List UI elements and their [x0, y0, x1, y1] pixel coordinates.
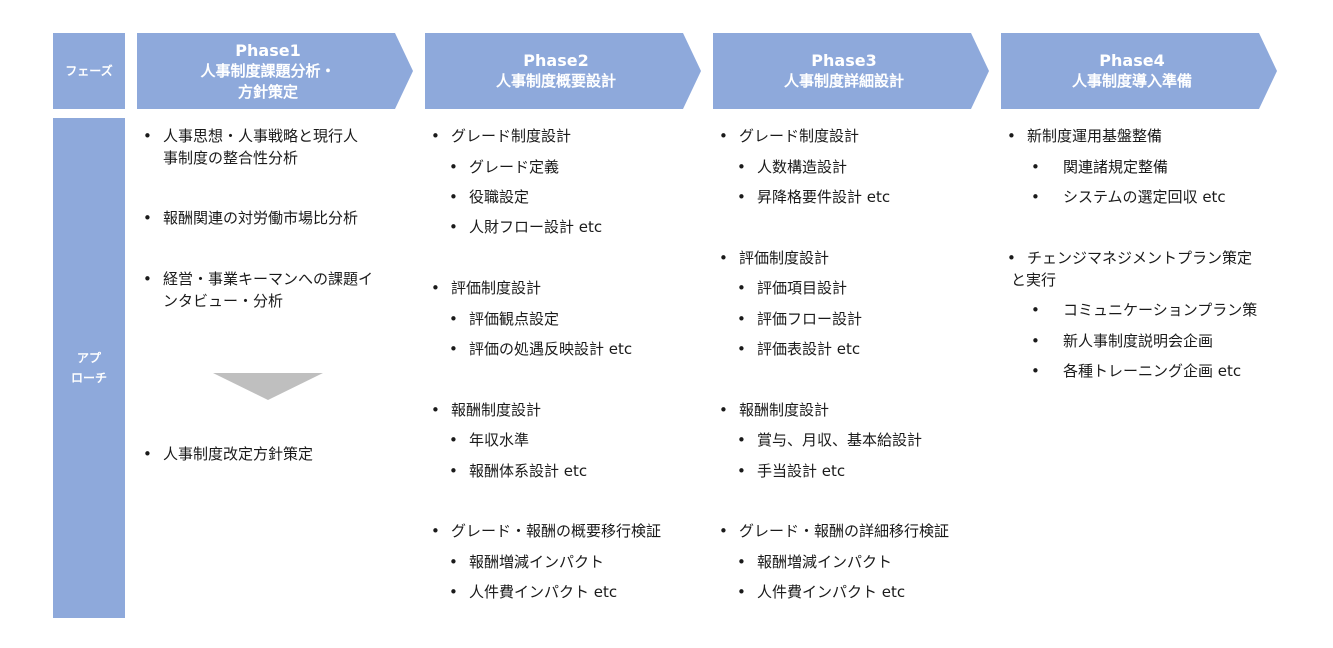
bullet: •	[431, 279, 440, 297]
item-text: 評価項目設計	[757, 279, 848, 297]
item-text: 手当設計 etc	[757, 462, 846, 480]
bullet: •	[737, 310, 746, 328]
bullet: •	[431, 522, 440, 540]
item-text: 報酬増減インパクト	[469, 553, 605, 571]
phase-4-name: Phase4	[1099, 51, 1165, 70]
item-text: 昇降格要件設計 etc	[757, 188, 891, 206]
bullet: •	[449, 340, 458, 358]
item-text: グレード・報酬の概要移行検証	[451, 522, 662, 540]
bullet: •	[719, 522, 728, 540]
item-text: 報酬体系設計 etc	[469, 462, 588, 480]
bullet: •	[143, 270, 152, 288]
phase-2-title-line1: 人事制度概要設計	[495, 72, 616, 90]
bullet: •	[737, 583, 746, 601]
phase-4-title-line1: 人事制度導入準備	[1071, 72, 1192, 90]
item-text: システムの選定回収 etc	[1063, 188, 1226, 206]
bullet: •	[449, 583, 458, 601]
bullet: •	[737, 462, 746, 480]
phase-3-chevron: Phase3 人事制度詳細設計	[713, 33, 989, 109]
bullet: •	[431, 401, 440, 419]
item-text: 人事制度改定方針策定	[163, 445, 314, 463]
item-text: 評価表設計 etc	[757, 340, 861, 358]
bullet: •	[737, 553, 746, 571]
bullet: •	[737, 188, 746, 206]
item-text: 人件費インパクト etc	[469, 583, 618, 601]
phase-label-text: フェーズ	[65, 64, 113, 78]
phase-3-title-line1: 人事制度詳細設計	[783, 72, 904, 90]
bullet: •	[1031, 158, 1040, 176]
bullet: •	[449, 431, 458, 449]
item-text: 報酬制度設計	[739, 401, 830, 419]
approach-label: アプ ローチ	[71, 348, 107, 388]
item-text: 役職設定	[469, 188, 530, 206]
approach-label-line2: ローチ	[70, 371, 107, 385]
bullet: •	[737, 158, 746, 176]
bullet: •	[143, 209, 152, 227]
phase-row-label: フェーズ	[53, 33, 125, 109]
phase-1-name: Phase1	[235, 40, 301, 60]
item-text: 評価観点設定	[469, 310, 560, 328]
phase-1-chevron: Phase1 人事制度課題分析・ 方針策定	[137, 33, 413, 109]
bullet: •	[719, 401, 728, 419]
approach-label-line1: アプ	[76, 351, 101, 365]
item-text: 人件費インパクト etc	[757, 583, 906, 601]
phase-2-chevron: Phase2 人事制度概要設計	[425, 33, 701, 109]
bullet: •	[449, 553, 458, 571]
item-text: ンタビュー・分析	[163, 292, 284, 310]
phase-1-title-line2: 方針策定	[237, 82, 298, 101]
item-text: 年収水準	[469, 431, 530, 449]
bullet: •	[143, 445, 152, 463]
item-text: グレード定義	[469, 158, 560, 176]
item-text: チェンジマネジメントプラン策定	[1027, 249, 1253, 267]
item-text: 評価フロー設計	[757, 310, 863, 328]
item-text: 新人事制度説明会企画	[1063, 332, 1214, 350]
phase-4-chevron: Phase4 人事制度導入準備	[1001, 33, 1277, 109]
item-text: 報酬増減インパクト	[757, 553, 893, 571]
bullet: •	[1031, 332, 1040, 350]
item-text: 人事思想・人事戦略と現行人	[163, 127, 359, 145]
bullet: •	[1031, 188, 1040, 206]
bullet: •	[737, 431, 746, 449]
item-text: 事制度の整合性分析	[163, 149, 299, 167]
item-text: グレード制度設計	[451, 127, 572, 145]
bullet: •	[1031, 301, 1040, 319]
bullet: •	[449, 188, 458, 206]
item-text: 報酬関連の対労働市場比分析	[163, 209, 359, 227]
item-text: 賞与、月収、基本給設計	[757, 431, 923, 449]
item-text: 人数構造設計	[757, 158, 848, 176]
bullet: •	[1031, 362, 1040, 380]
bullet: •	[143, 127, 152, 145]
bullet: •	[449, 218, 458, 236]
item-text: と実行	[1011, 271, 1057, 289]
bullet: •	[1007, 249, 1016, 267]
approach-row-label: アプ ローチ	[53, 118, 125, 618]
item-text: 人財フロー設計 etc	[469, 218, 603, 236]
bullet: •	[449, 310, 458, 328]
bullet: •	[1007, 127, 1016, 145]
phase-2-name: Phase2	[523, 51, 589, 70]
item-text: 評価制度設計	[739, 249, 830, 267]
item-text: 報酬制度設計	[451, 401, 542, 419]
bullet: •	[737, 340, 746, 358]
bullet: •	[719, 249, 728, 267]
item-text: 各種トレーニング企画 etc	[1063, 362, 1242, 380]
bullet: •	[737, 279, 746, 297]
bullet: •	[719, 127, 728, 145]
item-text: コミュニケーションプラン策	[1063, 301, 1258, 319]
item-text: 関連諸規定整備	[1063, 158, 1169, 176]
phase-1-title-line1: 人事制度課題分析・	[200, 61, 336, 80]
bullet: •	[431, 127, 440, 145]
item-text: グレード・報酬の詳細移行検証	[739, 522, 950, 540]
item-text: 評価制度設計	[451, 279, 542, 297]
phase-3-name: Phase3	[811, 51, 877, 70]
item-text: 評価の処遇反映設計 etc	[469, 340, 633, 358]
item-text: 新制度運用基盤整備	[1027, 127, 1163, 145]
bullet: •	[449, 462, 458, 480]
item-text: 経営・事業キーマンへの課題イ	[163, 270, 374, 288]
bullet: •	[449, 158, 458, 176]
down-arrow-icon	[213, 373, 323, 400]
item-text: グレード制度設計	[739, 127, 860, 145]
